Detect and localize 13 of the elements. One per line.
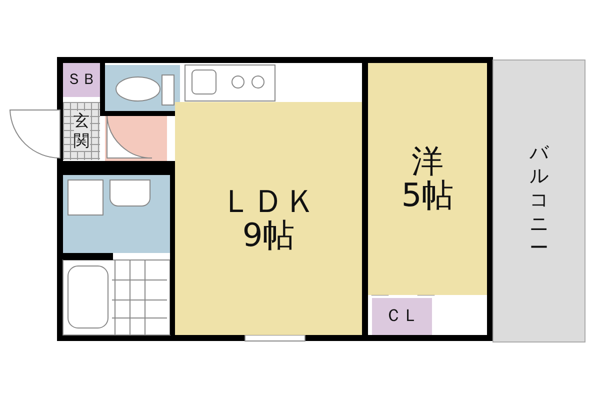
- room-label: 9帖: [242, 218, 295, 252]
- room-label: 洋: [412, 145, 444, 179]
- room-label: ＳＢ: [66, 72, 96, 88]
- room-area: [368, 63, 487, 295]
- room-area: [175, 102, 362, 335]
- room-area: [372, 298, 432, 335]
- room-area: [63, 102, 100, 160]
- room-label: 玄関: [74, 111, 90, 151]
- room-label: ＬＤＫ: [220, 184, 316, 218]
- room-label: バルコニー: [530, 142, 548, 260]
- room-area: [63, 63, 100, 97]
- room-label: ＣＬ: [385, 308, 419, 326]
- room-label: 5帖: [401, 179, 454, 213]
